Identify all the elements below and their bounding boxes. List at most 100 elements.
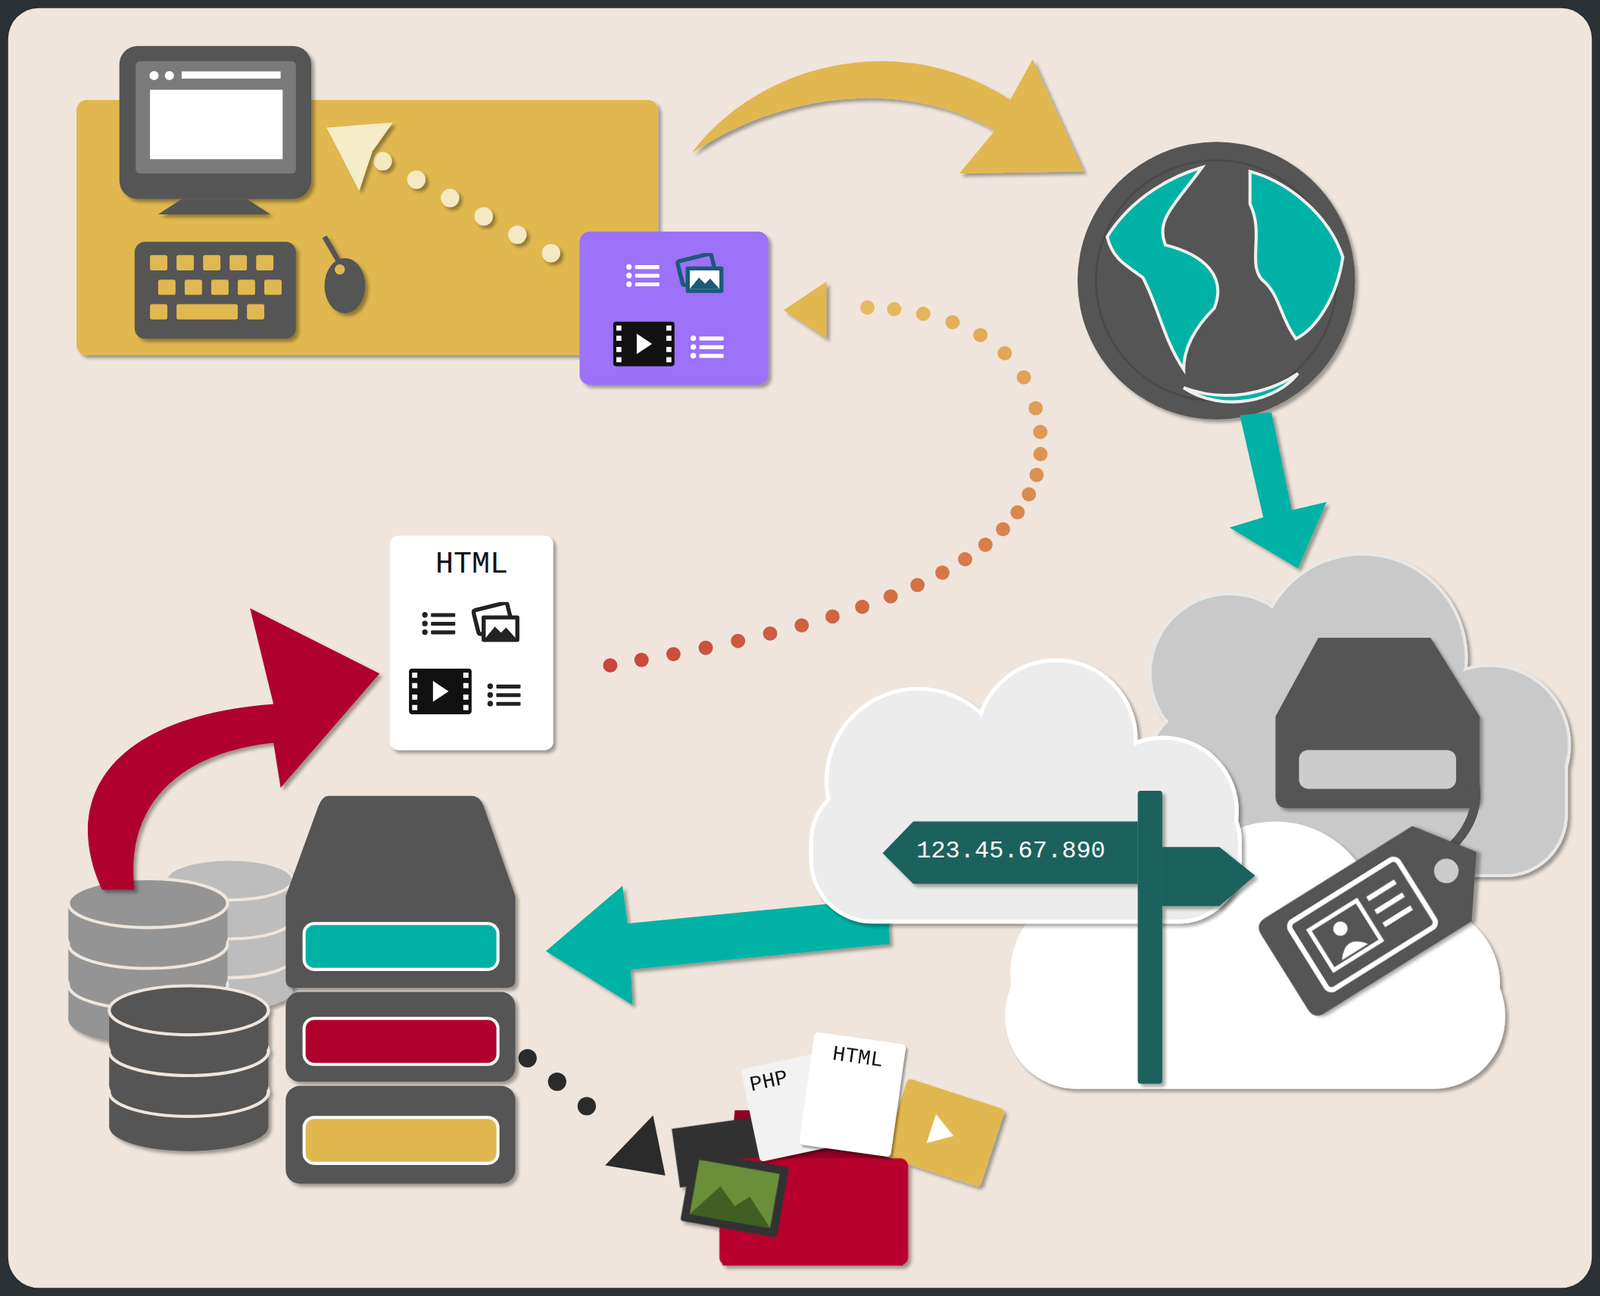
- illustration-shape: [373, 152, 392, 171]
- illustration-shape: [577, 1096, 596, 1115]
- illustration-shape: [109, 985, 269, 1035]
- illustration-shape: [1029, 467, 1045, 483]
- illustration-shape: [237, 279, 256, 295]
- illustration-shape: [184, 279, 203, 295]
- list-icon: [421, 611, 456, 635]
- illustration-shape: [1032, 424, 1048, 440]
- illustration-shape: [698, 640, 714, 655]
- video-icon: [613, 321, 675, 366]
- illustration-shape: [1183, 373, 1298, 403]
- html-document: HTML: [389, 535, 554, 750]
- illustration-shape: [1138, 790, 1163, 1084]
- illustration-shape: [440, 188, 459, 207]
- illustration-shape: [474, 206, 493, 225]
- illustration-shape: [407, 170, 426, 189]
- illustration-shape: [935, 565, 950, 581]
- illustration-shape: [1016, 370, 1032, 385]
- illustration-shape: [916, 306, 931, 322]
- html-file: HTML: [798, 1031, 907, 1158]
- illustration-shape: [1107, 167, 1218, 370]
- illustration-shape: [1033, 446, 1048, 462]
- illustration-shape: [158, 199, 271, 215]
- arrow-head: [326, 122, 393, 191]
- illustration-shape: [334, 264, 345, 275]
- illustration-shape: [860, 300, 875, 316]
- server-drive: [1275, 637, 1480, 808]
- arrow-head: [783, 281, 827, 339]
- illustration-shape: [176, 303, 238, 319]
- illustration-shape: [666, 646, 681, 662]
- rendered-page: [579, 231, 768, 385]
- list-icon: [690, 335, 724, 359]
- illustration-shape: [973, 327, 988, 343]
- illustration-shape: [1374, 892, 1405, 914]
- illustration-shape: [997, 346, 1012, 361]
- image-icon: [473, 601, 520, 642]
- illustration-shape: [255, 255, 274, 271]
- dotted-arrow: [602, 300, 1048, 673]
- illustration-shape: [285, 991, 515, 1083]
- illustration-shape: [730, 633, 746, 649]
- illustration-shape: [1162, 846, 1256, 906]
- illustration-shape: [508, 225, 527, 244]
- illustration-shape: [304, 1018, 499, 1065]
- illustration-shape: [264, 279, 282, 295]
- illustration-shape: [689, 1159, 780, 1228]
- web-server: [285, 795, 515, 1184]
- illustration-shape: [882, 821, 1139, 884]
- ip-sign: 123.45.67.890: [889, 821, 1133, 883]
- mouse: [324, 237, 366, 314]
- illustration-shape: [149, 90, 283, 160]
- illustration-shape: [926, 1113, 959, 1151]
- illustration-shape: [679, 1150, 790, 1238]
- illustration-shape: [135, 61, 297, 174]
- illustration-shape: [883, 589, 899, 604]
- illustration-shape: [165, 71, 175, 81]
- illustration-shape: [134, 241, 297, 339]
- background: [8, 8, 1592, 1288]
- node-label: HTML: [830, 1041, 885, 1073]
- illustration-shape: [957, 552, 973, 567]
- illustration-shape: [229, 255, 247, 271]
- illustration-shape: [1254, 804, 1507, 1020]
- illustration-shape: [1275, 637, 1480, 808]
- illustration-shape: [211, 279, 229, 295]
- illustration-shape: [1382, 904, 1413, 927]
- illustration-shape: [910, 577, 925, 593]
- illustration-shape: [158, 279, 176, 295]
- dotted-arrow: [518, 1048, 596, 1116]
- list-icon: [626, 264, 660, 287]
- illustration-shape: [518, 1048, 537, 1067]
- illustration-shape: [602, 658, 618, 673]
- html-document: [389, 535, 554, 750]
- illustration-shape: [1077, 141, 1356, 419]
- illustration-shape: [542, 243, 561, 262]
- node-label: HTML: [435, 547, 509, 582]
- arrow-head: [605, 1115, 666, 1176]
- illustration-shape: [68, 878, 228, 928]
- illustration-shape: [634, 652, 649, 668]
- illustration-shape: [1250, 171, 1344, 339]
- monitor: [119, 46, 312, 215]
- illustration-shape: [149, 255, 282, 320]
- illustration-shape: [1004, 943, 1505, 1089]
- illustration-shape: [1429, 854, 1464, 889]
- illustration-shape: [1028, 400, 1043, 415]
- illustration-shape: [579, 231, 768, 385]
- illustration-shape: [1366, 879, 1397, 902]
- illustration-shape: [1336, 935, 1368, 961]
- request-arrow: [692, 59, 1084, 174]
- illustration-shape: [324, 258, 366, 314]
- illustration-shape: [324, 237, 340, 262]
- dotted-arrow: [373, 152, 561, 263]
- illustration-shape: [1287, 856, 1438, 992]
- illustration-shape: [181, 71, 281, 78]
- illustration-shape: [149, 303, 168, 319]
- illustration-shape: [1021, 486, 1036, 502]
- illustration-shape: [548, 1072, 567, 1091]
- illustration-shape: [119, 46, 312, 200]
- illustration-shape: [825, 608, 840, 624]
- database: [68, 858, 293, 1151]
- illustration-shape: [945, 315, 961, 330]
